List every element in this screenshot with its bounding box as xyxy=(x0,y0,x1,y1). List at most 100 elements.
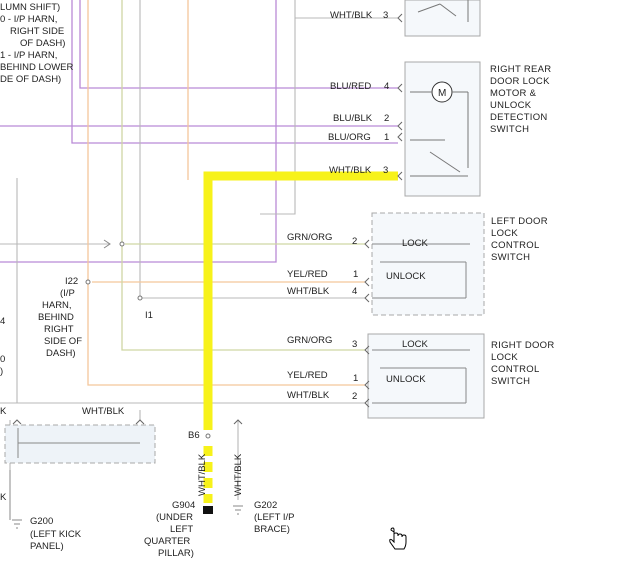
rs-yel-red-color: YEL/RED xyxy=(287,370,328,381)
wire-violet-inner xyxy=(79,0,398,89)
motor-blu-org-color: BLU/ORG xyxy=(328,132,371,143)
wire-green-a xyxy=(121,0,365,351)
g904-line-3: QUARTER xyxy=(144,536,190,547)
wire-gray-i1 xyxy=(139,0,365,299)
motor-blu-blk-color: BLU/BLK xyxy=(333,113,373,124)
g904-line-4: PILLAR) xyxy=(158,548,194,559)
wire-violet-rail xyxy=(0,0,277,263)
motor-blu-blk-pin: 2 xyxy=(384,113,389,124)
g202-line-1: (LEFT I/P xyxy=(254,512,294,523)
rr-motor-box: M xyxy=(404,0,481,197)
wire-gray-top xyxy=(260,0,296,215)
note-line-5: BEHIND LOWER xyxy=(0,62,74,73)
g904-line-0: G904 xyxy=(172,500,195,511)
ls-grn-org-pin: 2 xyxy=(352,236,357,247)
rr-motor-label-5: SWITCH xyxy=(490,124,529,135)
i22-line-0: I22 xyxy=(65,276,78,287)
motor-blu-red-pin: 4 xyxy=(384,81,389,92)
green-wires xyxy=(121,0,365,351)
b6-label: B6 xyxy=(188,430,200,441)
left-fragment-2: 0 xyxy=(0,354,5,365)
left-switch-lock-text: LOCK xyxy=(402,238,429,249)
wire-violet-outer xyxy=(71,0,398,144)
motor-blu-red-color: BLU/RED xyxy=(330,81,371,92)
right-switch-label-2: CONTROL xyxy=(491,364,540,375)
note-line-1: 0 - I/P HARN, xyxy=(0,14,57,25)
i22-line-1: (I/P xyxy=(60,288,75,299)
note-line-4: 1 - I/P HARN, xyxy=(0,50,57,61)
ls-yel-red-color: YEL/RED xyxy=(287,269,328,280)
top-wht-blk-color: WHT/BLK xyxy=(330,10,373,21)
motor-wht-blk-color: WHT/BLK xyxy=(329,165,372,176)
note-line-3: OF DASH) xyxy=(20,38,65,49)
vert-b6-wht-blk: WHT/BLK xyxy=(197,453,208,496)
g202-line-2: BRACE) xyxy=(254,524,290,535)
labels: LUMN SHIFT) 0 - I/P HARN, RIGHT SIDE OF … xyxy=(0,2,555,559)
right-switch-label-3: SWITCH xyxy=(491,376,530,387)
rr-motor-label-4: DETECTION xyxy=(490,112,548,123)
arrow-mark xyxy=(103,239,111,249)
i22-line-5: SIDE OF xyxy=(44,336,82,347)
motor-wht-blk-pin: 3 xyxy=(383,165,388,176)
g904-line-2: LEFT xyxy=(170,524,193,535)
i22-line-6: DASH) xyxy=(46,348,76,359)
top-wht-blk-pin: 3 xyxy=(383,10,388,21)
rs-wht-blk-color: WHT/BLK xyxy=(287,390,330,401)
rs-yel-red-pin: 1 xyxy=(353,373,358,384)
i1-label: I1 xyxy=(145,310,153,321)
rr-motor-label-0: RIGHT REAR xyxy=(490,64,551,75)
right-switch-lock-text: LOCK xyxy=(402,339,429,350)
left-switch-label-1: LOCK xyxy=(491,228,518,239)
left-fragment-4: K xyxy=(0,406,7,417)
note-line-6: DE OF DASH) xyxy=(0,74,61,85)
bottom-left-wht-blk: WHT/BLK xyxy=(82,406,125,417)
i22-line-2: HARN, xyxy=(42,300,72,311)
motor-symbol-letter: M xyxy=(438,88,446,99)
left-fragment-3: ) xyxy=(0,366,3,377)
highlighted-wire xyxy=(203,171,398,430)
left-fragment-1: 4 xyxy=(0,316,5,327)
rs-grn-org-pin: 3 xyxy=(352,339,357,350)
ls-yel-red-pin: 1 xyxy=(353,269,358,280)
violet-wires xyxy=(0,0,398,263)
hand-cursor-icon xyxy=(389,527,407,550)
right-switch-box: LOCK UNLOCK xyxy=(367,333,485,419)
wire-orange-a xyxy=(87,0,365,386)
vert-g202-wht-blk: WHT/BLK xyxy=(233,453,244,496)
right-switch-label-1: LOCK xyxy=(491,352,518,363)
left-switch-label-0: LEFT DOOR xyxy=(491,216,548,227)
rr-motor-label-3: UNLOCK xyxy=(490,100,532,111)
g904-plug xyxy=(203,506,213,514)
note-line-2: RIGHT SIDE xyxy=(10,26,64,37)
rs-wht-blk-pin: 2 xyxy=(352,391,357,402)
motor-blu-org-pin: 1 xyxy=(384,132,389,143)
rs-grn-org-color: GRN/ORG xyxy=(287,335,332,346)
rr-motor-label-1: DOOR LOCK xyxy=(490,76,550,87)
g202-line-0: G202 xyxy=(254,500,277,511)
i22-line-4: RIGHT xyxy=(44,324,74,335)
orange-wires xyxy=(87,0,365,386)
g200-line-0: G200 xyxy=(30,516,53,527)
note-line-0: LUMN SHIFT) xyxy=(0,2,60,13)
ls-wht-blk-color: WHT/BLK xyxy=(287,286,330,297)
g904-line-1: (UNDER xyxy=(156,512,193,523)
i22-line-3: BEHIND xyxy=(38,312,74,323)
left-fragment-5: K xyxy=(0,492,7,503)
ls-wht-blk-pin: 4 xyxy=(352,286,357,297)
rr-motor-label-2: MOTOR & xyxy=(490,88,537,99)
splice-dots xyxy=(85,241,211,439)
left-switch-label-3: SWITCH xyxy=(491,252,530,263)
g200-line-2: PANEL) xyxy=(30,541,64,552)
right-switch-unlock-text: UNLOCK xyxy=(386,374,426,385)
ls-grn-org-color: GRN/ORG xyxy=(287,232,332,243)
left-switch-box: LOCK UNLOCK xyxy=(371,212,485,316)
right-switch-label-0: RIGHT DOOR xyxy=(491,340,555,351)
connector-chevrons xyxy=(12,13,403,425)
ground-symbols xyxy=(9,470,243,529)
left-switch-label-2: CONTROL xyxy=(491,240,540,251)
g200-line-1: (LEFT KICK xyxy=(30,529,82,540)
left-switch-unlock-text: UNLOCK xyxy=(386,271,426,282)
bottom-left-box xyxy=(4,424,156,464)
